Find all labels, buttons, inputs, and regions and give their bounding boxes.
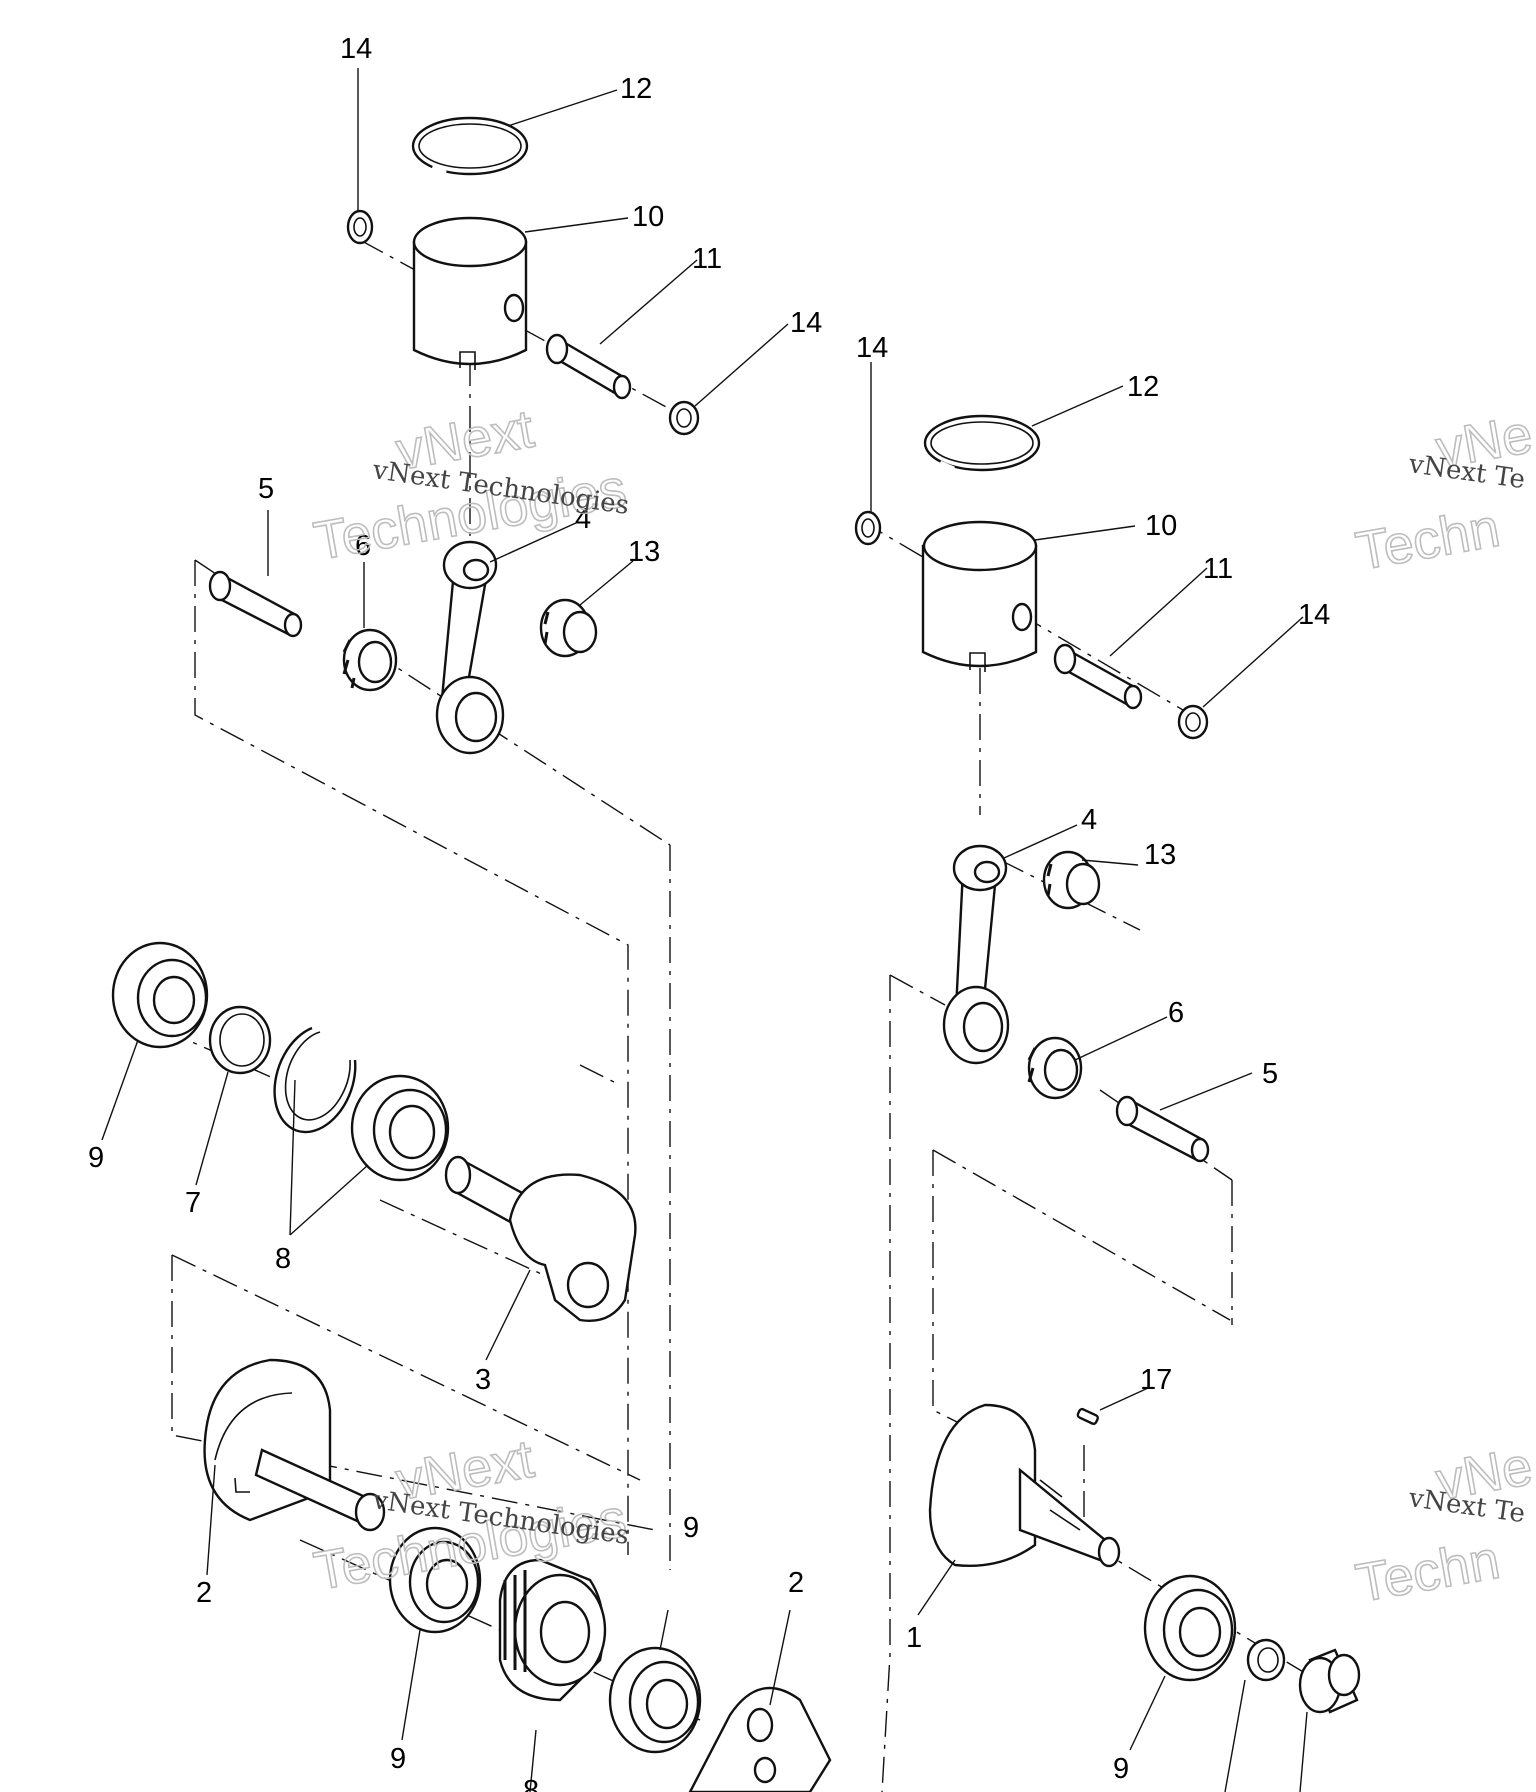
leader-lines (101, 68, 1308, 1792)
labyrinth-seal (498, 1558, 607, 1702)
callout-12: 12 (620, 73, 652, 105)
callout-9: 9 (390, 1743, 406, 1775)
piston-left (412, 216, 528, 370)
callout-13: 13 (628, 536, 660, 568)
callout-10: 10 (1145, 510, 1177, 542)
piston-ring-right (923, 414, 1041, 472)
callout-labels: 14 12 10 11 14 14 12 10 11 14 5 6 4 13 4… (88, 33, 1330, 1792)
callout-5: 5 (258, 473, 274, 505)
callout-2: 2 (196, 1577, 212, 1609)
circlip-right-top (854, 510, 882, 546)
left-crank-train (111, 941, 832, 1792)
thrust-washer-right (1246, 1638, 1286, 1682)
right-rod-group (942, 844, 1210, 1163)
callout-12: 12 (1127, 371, 1159, 403)
callout-14: 14 (856, 332, 888, 364)
ball-bearing-right (1143, 1574, 1237, 1682)
callout-1: 1 (906, 1622, 922, 1654)
ball-bearing-mid-left (350, 1074, 450, 1182)
callout-9: 9 (683, 1512, 699, 1544)
left-rod-group (208, 540, 598, 755)
needle-bearing-right-big (1027, 1036, 1083, 1100)
watermark-bottom-right: vNe Techn vNext Te (1351, 1435, 1536, 1614)
crank-half-right (928, 1403, 1121, 1568)
woodruff-key (1076, 1407, 1099, 1425)
callout-10: 10 (632, 201, 664, 233)
oil-seal-right (1298, 1648, 1361, 1714)
callout-7: 7 (185, 1187, 201, 1219)
svg-text:Techn: Techn (1352, 1530, 1504, 1614)
needle-bearing-left-big (342, 628, 398, 692)
callout-14: 14 (790, 307, 822, 339)
ball-bearing-lower-left (388, 1526, 482, 1634)
snap-ring (208, 1005, 272, 1075)
left-piston-group (346, 116, 700, 436)
callout-9: 9 (88, 1142, 104, 1174)
wrist-pin-left (545, 333, 632, 400)
wrist-pin-right (1053, 643, 1143, 710)
circlip-right-bottom (1177, 704, 1209, 740)
callout-11: 11 (1203, 553, 1233, 585)
crank-half-lower-left (203, 1358, 386, 1532)
callout-4: 4 (1081, 804, 1097, 836)
ball-bearing-lower-center (608, 1646, 702, 1754)
callout-11: 11 (692, 243, 722, 275)
right-crank-train (928, 1403, 1361, 1714)
crank-half-bottom (688, 1686, 832, 1792)
callout-6: 6 (1168, 997, 1184, 1029)
callout-3: 3 (475, 1364, 491, 1396)
right-piston-group (854, 414, 1209, 740)
crank-pin-left (208, 570, 303, 638)
piston-ring-left (411, 116, 529, 176)
callout-14: 14 (1298, 599, 1330, 631)
callout-6: 6 (355, 530, 371, 562)
ball-bearing-top-left (111, 941, 209, 1049)
piston-right (921, 520, 1038, 672)
needle-bearing-right-small (1042, 850, 1101, 910)
crank-half-left (444, 1155, 637, 1322)
circlip-left-bottom (668, 400, 700, 436)
needle-bearing-left-small (539, 598, 598, 658)
callout-8: 8 (523, 1775, 539, 1792)
watermark-top-right: vNe Techn vNext Te (1351, 403, 1536, 582)
callout-4: 4 (575, 503, 591, 535)
callout-2: 2 (788, 1567, 804, 1599)
circlip-left-top (346, 209, 374, 245)
svg-text:Techn: Techn (1352, 498, 1504, 582)
connecting-rod-left (435, 540, 505, 755)
assembly-outline-lines (119, 239, 1351, 1792)
callout-13: 13 (1144, 839, 1176, 871)
connecting-rod-right (942, 844, 1010, 1065)
callout-5: 5 (1262, 1058, 1278, 1090)
callout-8: 8 (275, 1243, 291, 1275)
crank-pin-right (1115, 1095, 1210, 1163)
callout-17: 17 (1140, 1364, 1172, 1396)
callout-14: 14 (340, 33, 372, 65)
callout-9: 9 (1113, 1753, 1129, 1785)
